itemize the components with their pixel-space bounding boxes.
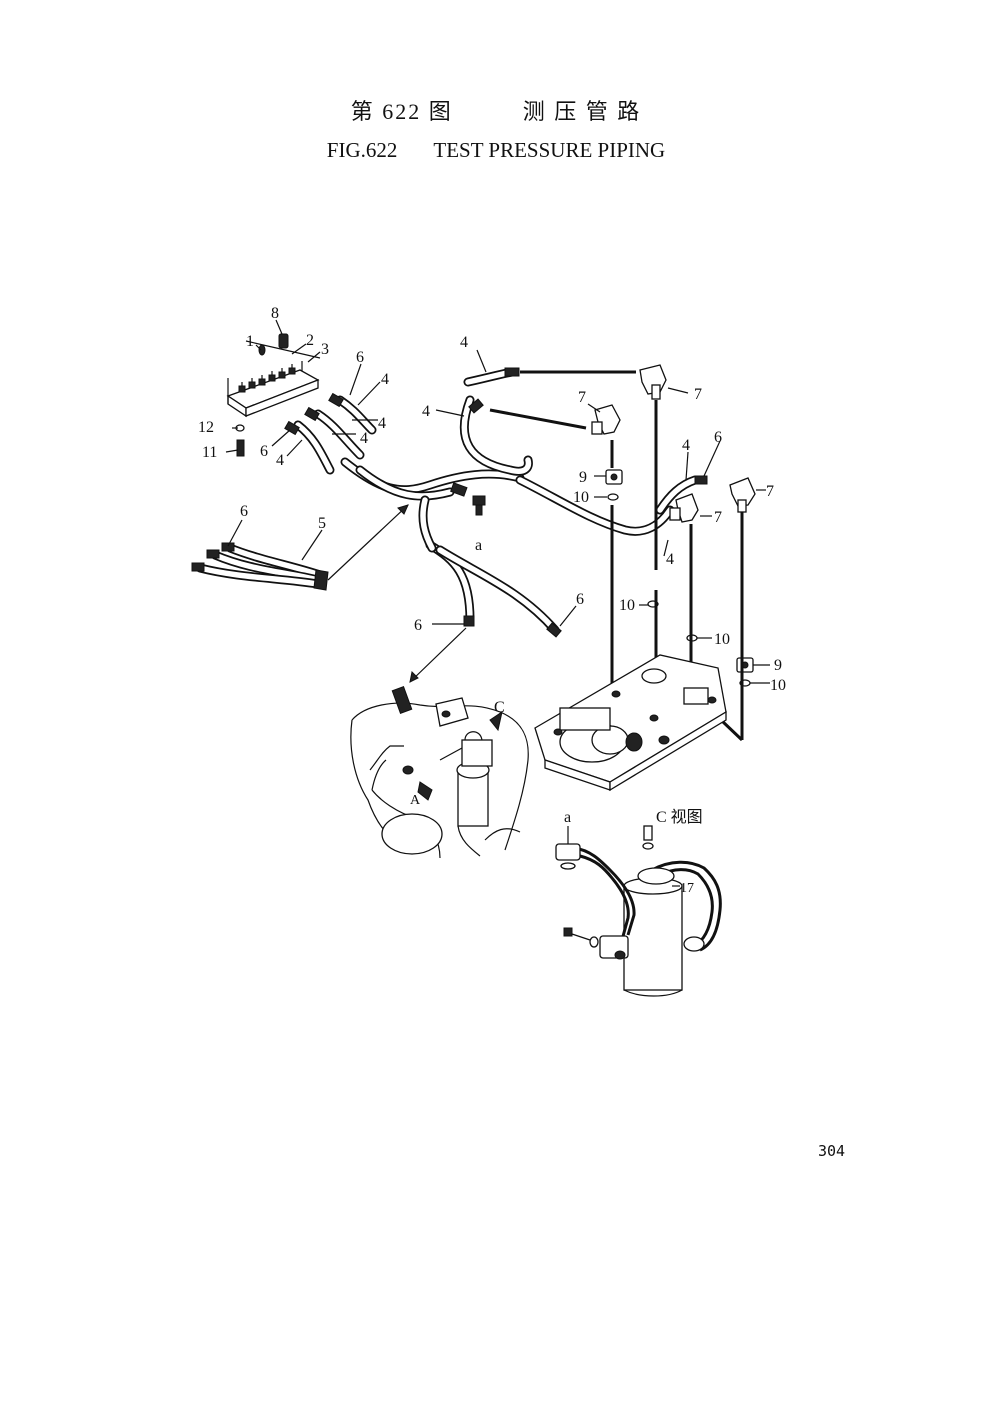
pointer-arrow-hose-5: [327, 504, 409, 581]
callout-A: A: [410, 793, 421, 808]
callout-4-e: 4: [460, 334, 468, 351]
plug-part-1: [258, 344, 266, 356]
c-view-detail: [555, 825, 722, 997]
callout-7-a: 7: [578, 389, 586, 406]
callout-10-d: 10: [770, 677, 786, 694]
figure-name-en: TEST PRESSURE PIPING: [433, 138, 666, 162]
hose-bundle-main: [340, 367, 708, 536]
figure-title-chinese: 第 622 图 测 压 管 路: [0, 94, 992, 126]
callout-7-b: 7: [694, 386, 702, 403]
callout-2: 2: [306, 332, 314, 349]
fitting-part-8: [278, 333, 289, 349]
engine-view: [350, 686, 529, 859]
callout-6-d: 6: [240, 503, 248, 520]
elbow-fitting-7-right: [729, 477, 756, 513]
lower-hoses-6: [418, 495, 562, 638]
callout-4-h: 4: [666, 551, 674, 568]
callout-4-f: 4: [422, 403, 430, 420]
callout-C: C: [494, 699, 505, 716]
elbow-fitting-7-mid: [591, 404, 621, 435]
callout-9-a: 9: [579, 469, 587, 486]
callout-8: 8: [271, 305, 279, 322]
callout-17: 17: [680, 881, 694, 896]
figure-title-english: FIG.622 TEST PRESSURE PIPING: [0, 138, 992, 163]
manifold-block: [226, 340, 321, 418]
callout-6-a: 6: [356, 349, 364, 366]
callout-6-f: 6: [576, 591, 584, 608]
view-c-label: C 视图: [656, 808, 703, 826]
short-hoses-upper-left: [284, 392, 377, 475]
hose-assembly-5: [191, 542, 329, 591]
nut-part-9-upper: [605, 469, 623, 485]
callout-4-c: 4: [360, 430, 368, 447]
figure-number-cn: 第 622 图: [350, 99, 453, 124]
label-leaders: [225, 319, 770, 887]
valve-housing: [534, 654, 727, 792]
callout-7-d: 7: [714, 509, 722, 526]
connector-a-small: [472, 495, 486, 516]
callout-a-upper: a: [475, 537, 482, 554]
callout-11: 11: [202, 444, 217, 461]
callout-4-d: 4: [276, 452, 284, 469]
callout-7-c: 7: [766, 483, 774, 500]
arrow-hose-6-lower: [409, 670, 419, 683]
callout-9-b: 9: [774, 657, 782, 674]
figure-number-en: FIG.622: [326, 138, 398, 162]
callout-4-a: 4: [381, 371, 389, 388]
callout-6-e: 6: [414, 617, 422, 634]
callout-12: 12: [198, 419, 214, 436]
elbow-fitting-7-top: [639, 364, 667, 400]
leader-hose-6-lower: [409, 627, 467, 683]
oring-part-10-upper: [607, 493, 619, 501]
callout-4-b: 4: [378, 415, 386, 432]
elbow-fitting-7-lower: [669, 493, 699, 523]
callout-6-c: 6: [714, 429, 722, 446]
nut-part-9-lower: [736, 657, 754, 673]
page-number: 304: [818, 1142, 846, 1160]
callout-10-a: 10: [573, 489, 589, 506]
figure-name-cn: 测 压 管 路: [522, 99, 642, 124]
callout-a-lower: a: [564, 809, 571, 826]
bolt-part-11: [236, 439, 245, 457]
callout-4-g: 4: [682, 437, 690, 454]
callout-1: 1: [246, 333, 254, 350]
callout-10-b: 10: [619, 597, 635, 614]
callout-3: 3: [321, 341, 329, 358]
callout-10-c: 10: [714, 631, 730, 648]
callout-5: 5: [318, 515, 326, 532]
callout-6-b: 6: [260, 443, 268, 460]
